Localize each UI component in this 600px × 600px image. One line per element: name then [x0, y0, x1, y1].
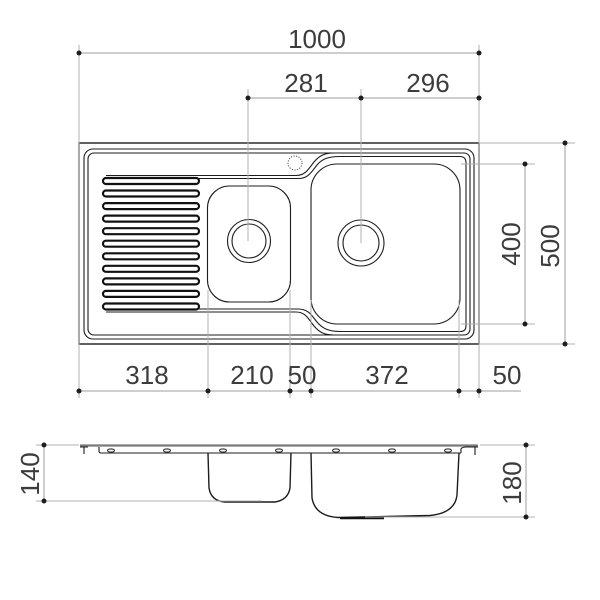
dimension-dot — [358, 95, 364, 101]
right-drip-lip — [460, 446, 478, 455]
drainer-groove — [101, 227, 201, 236]
mounting-slot — [331, 448, 341, 453]
dimension-dot — [245, 95, 251, 101]
tap-hole-icon — [287, 155, 303, 171]
small-bowl — [206, 185, 292, 303]
drainer-groove — [101, 289, 201, 298]
dimension-dot — [523, 514, 529, 520]
large-bowl — [310, 163, 461, 325]
dimension-dot — [205, 388, 211, 394]
large-bowl-profile — [310, 452, 460, 519]
small-bowl-drain-outer-icon — [226, 218, 272, 264]
dimension-dot — [522, 321, 528, 327]
drainer-groove — [101, 264, 201, 273]
dimension-dot — [562, 341, 568, 347]
dimension-dot — [476, 388, 482, 394]
sink-rim-outer-line — [83, 148, 475, 340]
mounting-frame — [98, 447, 461, 454]
dimension-dot — [41, 498, 47, 504]
left-drip-lip — [80, 446, 88, 454]
drainer-groove — [101, 239, 201, 248]
drainer-groove — [101, 277, 201, 286]
mounting-slot — [106, 448, 116, 453]
dimension-label-drainer-width: 318 — [125, 360, 168, 390]
dimension-label-small-bowl-width: 210 — [230, 360, 273, 390]
drainer-groove — [101, 189, 201, 198]
dimension-dot — [76, 388, 82, 394]
dimension-dot — [308, 388, 314, 394]
dimension-dot — [476, 95, 482, 101]
dimension-label-bowl-divider: 50 — [288, 360, 317, 390]
dimension-label-large-bowl-width: 372 — [365, 360, 408, 390]
drainer-bottom-edge — [106, 311, 335, 336]
dimension-label-overall-width: 1000 — [288, 24, 346, 54]
side-dimensions: 140 180 — [15, 442, 535, 520]
drainer-grooves — [101, 176, 201, 311]
dimension-dot — [476, 50, 482, 56]
dimension-label-overall-depth: 500 — [535, 224, 565, 267]
dimension-label-drain-to-edge: 296 — [406, 68, 449, 98]
mounting-slot — [387, 448, 397, 453]
dimension-dot — [562, 140, 568, 146]
dimension-label-small-bowl-depth: 140 — [15, 452, 45, 495]
dimension-label-right-margin: 50 — [493, 360, 522, 390]
dimension-dot — [41, 442, 47, 448]
drainer-groove — [101, 214, 201, 223]
dimension-dot — [522, 161, 528, 167]
dimension-label-drain-to-drain: 281 — [284, 68, 327, 98]
dimension-label-large-bowl-depth: 180 — [497, 461, 527, 504]
plan-view — [78, 142, 480, 345]
small-bowl-drain-inner-icon — [231, 223, 267, 259]
mounting-slot — [443, 448, 453, 453]
mounting-slot — [218, 448, 228, 453]
dimension-label-bowl-depth: 400 — [496, 222, 526, 265]
small-bowl-profile — [207, 452, 292, 503]
drainer-groove — [101, 302, 201, 311]
side-view — [80, 444, 478, 520]
drainer-top-edge-outer — [106, 152, 335, 177]
dimension-dot — [456, 388, 462, 394]
dimension-dot — [523, 442, 529, 448]
mounting-slot — [162, 448, 172, 453]
drainer-groove — [101, 202, 201, 211]
mounting-slots — [106, 448, 453, 453]
drainer-groove — [101, 176, 201, 186]
mounting-slot — [274, 448, 284, 453]
dimension-dot — [76, 50, 82, 56]
large-bowl-rim-line — [106, 155, 467, 333]
dimension-dot — [287, 388, 293, 394]
sink-rim-inner-line — [87, 152, 471, 336]
drainer-groove — [101, 252, 201, 261]
plan-dimensions: 1000 281 296 400 500 — [76, 24, 575, 398]
